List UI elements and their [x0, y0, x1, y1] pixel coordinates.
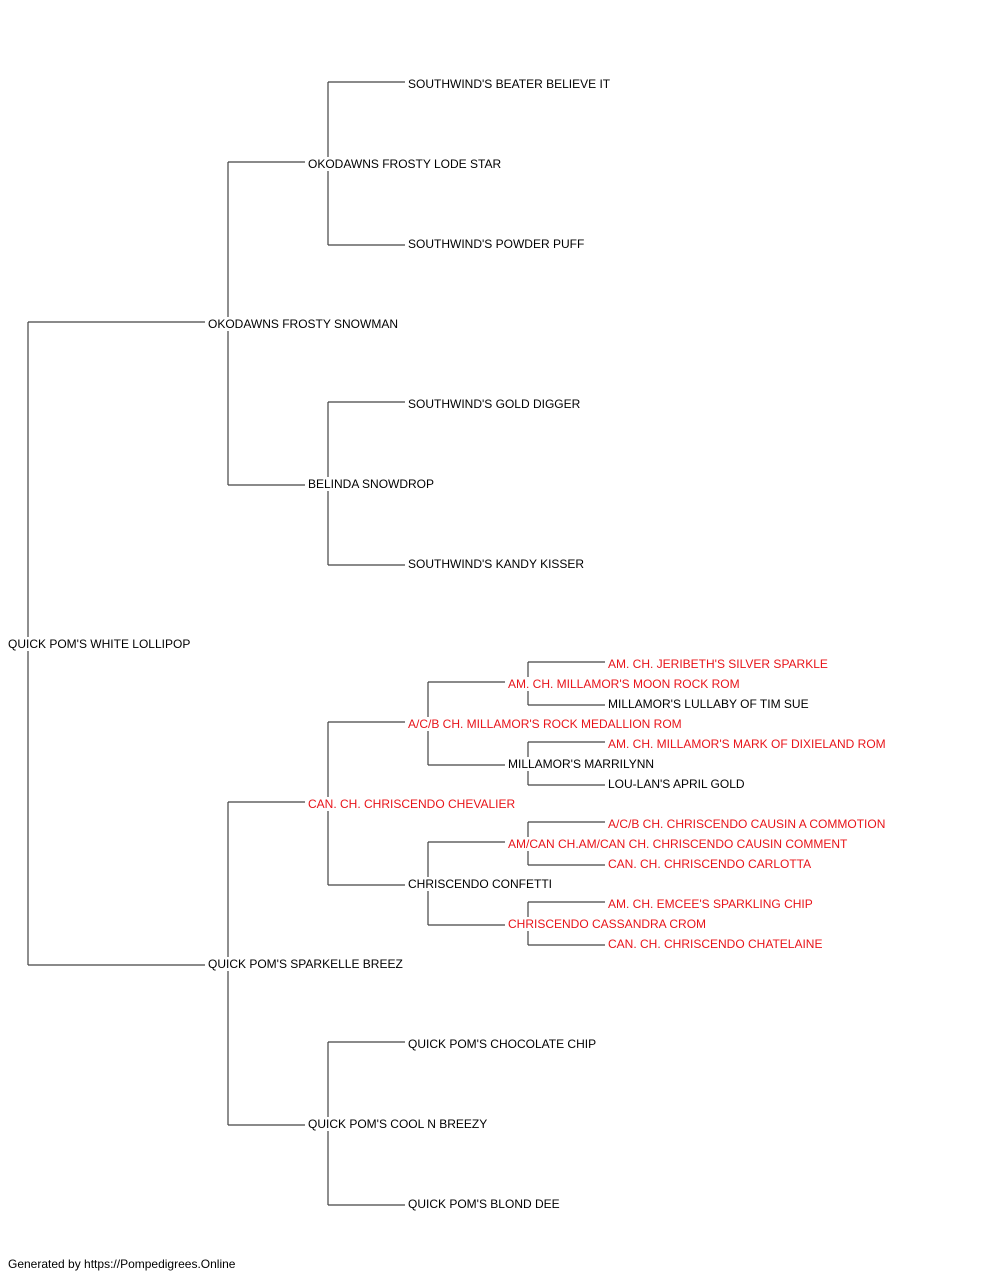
ancestor-name: SOUTHWIND'S KANDY KISSER — [408, 557, 587, 571]
ancestor-name: A/C/B CH. MILLAMOR'S ROCK MEDALLION ROM — [408, 717, 684, 731]
ancestor-name: AM. CH. JERIBETH'S SILVER SPARKLE — [608, 657, 830, 671]
ancestor-name: LOU-LAN'S APRIL GOLD — [608, 777, 747, 791]
ancestor-name: QUICK POM'S BLOND DEE — [408, 1197, 562, 1211]
ancestor-name: AM/CAN CH.AM/CAN CH. CHRISCENDO CAUSIN C… — [508, 837, 850, 851]
ancestor-name: CHRISCENDO CONFETTI — [408, 877, 554, 891]
subject-name: QUICK POM'S WHITE LOLLIPOP — [8, 637, 193, 651]
ancestor-name: A/C/B CH. CHRISCENDO CAUSIN A COMMOTION — [608, 817, 888, 831]
maternal-granddam-name: QUICK POM'S COOL N BREEZY — [308, 1117, 490, 1131]
paternal-granddam-name: BELINDA SNOWDROP — [308, 477, 437, 491]
paternal-grandsire-name: OKODAWNS FROSTY LODE STAR — [308, 157, 504, 171]
ancestor-name: CHRISCENDO CASSANDRA CROM — [508, 917, 709, 931]
ancestor-name: MILLAMOR'S LULLABY OF TIM SUE — [608, 697, 811, 711]
ancestor-name: SOUTHWIND'S GOLD DIGGER — [408, 397, 583, 411]
ancestor-name: SOUTHWIND'S POWDER PUFF — [408, 237, 587, 251]
ancestor-name: SOUTHWIND'S BEATER BELIEVE IT — [408, 77, 613, 91]
ancestor-name: AM. CH. MILLAMOR'S MARK OF DIXIELAND ROM — [608, 737, 888, 751]
ancestor-name: CAN. CH. CHRISCENDO CARLOTTA — [608, 857, 814, 871]
generated-by-footer: Generated by https://Pompedigrees.Online — [8, 1257, 236, 1271]
ancestor-name: AM. CH. EMCEE'S SPARKLING CHIP — [608, 897, 815, 911]
dam-name: QUICK POM'S SPARKELLE BREEZ — [208, 957, 405, 971]
ancestor-name: MILLAMOR'S MARRILYNN — [508, 757, 657, 771]
sire-name: OKODAWNS FROSTY SNOWMAN — [208, 317, 401, 331]
ancestor-name: AM. CH. MILLAMOR'S MOON ROCK ROM — [508, 677, 742, 691]
ancestor-name: QUICK POM'S CHOCOLATE CHIP — [408, 1037, 599, 1051]
maternal-grandsire-name: CAN. CH. CHRISCENDO CHEVALIER — [308, 797, 518, 811]
ancestor-name: CAN. CH. CHRISCENDO CHATELAINE — [608, 937, 825, 951]
